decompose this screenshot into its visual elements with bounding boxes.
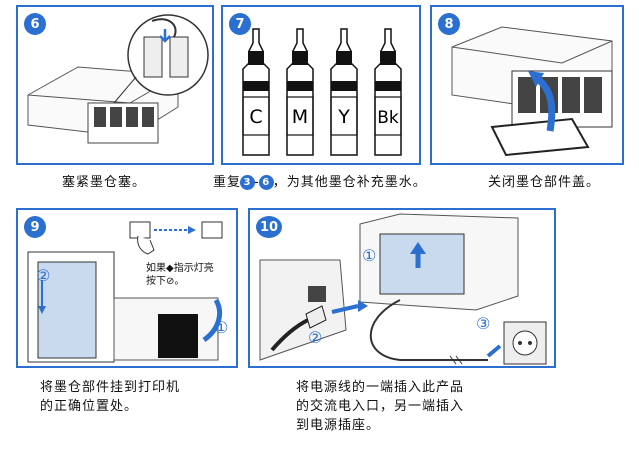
step-6-panel: 6 bbox=[16, 5, 214, 165]
step-8-number: 8 bbox=[438, 13, 460, 35]
step-7-panel: 7 C M Y Bk bbox=[221, 5, 421, 165]
step-9-panel: 9 如果◆指示灯亮 按下⊘。 ② ① bbox=[16, 208, 238, 368]
step-8-caption: 关闭墨仓部件盖。 bbox=[488, 175, 601, 190]
step-9-caption-line1: 将墨仓部件挂到打印机 bbox=[40, 380, 181, 395]
step-6-number: 6 bbox=[24, 13, 46, 35]
step-10-panel: 10 ① ② ③ bbox=[248, 208, 556, 368]
step-6-illustration bbox=[27, 14, 209, 144]
step-10-caption-line2: 的交流电入口，另一端插入 bbox=[296, 399, 465, 414]
step-9-note: 如果◆指示灯亮 按下⊘。 bbox=[146, 262, 214, 288]
bottle-label-m: M bbox=[292, 106, 308, 128]
step-9-note-line2: 按下⊘。 bbox=[146, 276, 185, 287]
step-7-caption-suffix: ，为其他墨仓补充墨水。 bbox=[272, 175, 427, 190]
step-6-caption: 塞紧墨仓塞。 bbox=[62, 175, 147, 190]
step-10-callout-2: ② bbox=[308, 328, 324, 347]
step-9-number: 9 bbox=[24, 216, 46, 238]
step-7-number: 7 bbox=[229, 13, 251, 35]
step-ref-dash: - bbox=[254, 175, 260, 190]
step-ref-3-badge: 3 bbox=[240, 175, 256, 190]
step-10-caption: 将电源线的一端插入此产品 的交流电入口，另一端插入 到电源插座。 bbox=[296, 378, 464, 435]
ink-bottles-illustration: C M Y Bk bbox=[242, 28, 402, 156]
bottle-label-bk: Bk bbox=[377, 108, 399, 128]
step-10-callout-3: ③ bbox=[476, 314, 492, 333]
step-ref-6-badge: 6 bbox=[258, 175, 274, 190]
step-9-caption: 将墨仓部件挂到打印机 的正确位置处。 bbox=[40, 378, 180, 416]
step-10-illustration bbox=[259, 213, 547, 365]
step-10-caption-line3: 到电源插座。 bbox=[296, 418, 381, 433]
step-9-note-line1: 如果◆指示灯亮 bbox=[146, 263, 214, 274]
step-10-callout-1: ① bbox=[362, 246, 378, 265]
bottle-label-y: Y bbox=[337, 106, 350, 128]
step-8-illustration bbox=[451, 26, 613, 157]
step-9-illustration bbox=[27, 221, 223, 363]
step-9-callout-2: ② bbox=[36, 266, 52, 285]
step-9-callout-1: ① bbox=[214, 318, 230, 337]
step-8-panel: 8 bbox=[430, 5, 624, 165]
bottle-label-c: C bbox=[249, 106, 262, 128]
step-7-caption-prefix: 重复 bbox=[213, 175, 242, 190]
step-9-caption-line2: 的正确位置处。 bbox=[40, 399, 139, 414]
step-10-number: 10 bbox=[256, 216, 282, 238]
step-10-caption-line1: 将电源线的一端插入此产品 bbox=[296, 380, 465, 395]
